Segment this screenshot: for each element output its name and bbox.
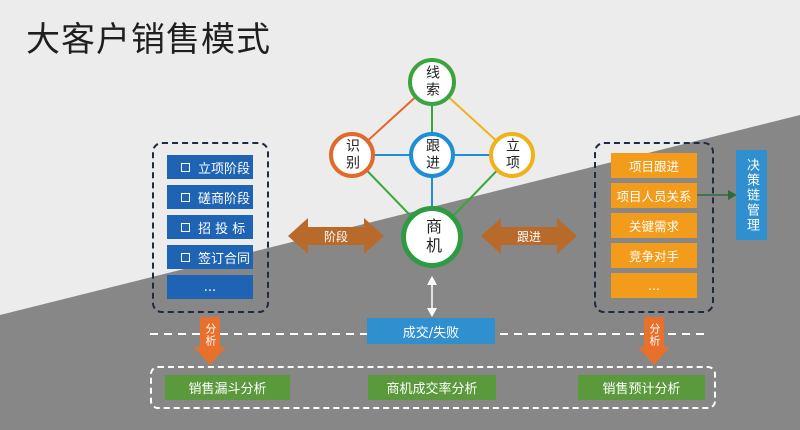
analysis-label-text: 分析 (647, 323, 661, 347)
stage-item-label: 招 投 标 (198, 221, 246, 237)
node-follow: 跟进 (409, 132, 455, 178)
node-clue-label: 线索 (424, 65, 440, 99)
analysis-arrow-left (194, 317, 226, 365)
followup-item: ... (611, 273, 697, 298)
arrow-to-decision-chain (697, 190, 737, 200)
checkbox-icon (181, 192, 190, 202)
stage-double-arrow (288, 218, 384, 254)
node-identify-label: 识别 (344, 138, 360, 172)
node-clue: 线索 (408, 58, 456, 106)
analysis-panel (150, 366, 716, 409)
analysis-arrow-right (638, 317, 670, 365)
arrow-head (728, 190, 737, 200)
follow-arrow-label: 跟进 (516, 230, 541, 244)
checkbox-icon (181, 162, 190, 172)
checkbox-icon (181, 252, 190, 262)
stage-item-label: 立项阶段 (198, 161, 251, 177)
analysis-arrow-right-label: 分析 (638, 318, 670, 352)
decision-chain-box: 决策链管理 (736, 150, 767, 240)
stage-item: 立项阶段 (167, 155, 253, 179)
page-title: 大客户销售模式 (26, 20, 271, 60)
node-opportunity-label: 商机 (423, 218, 442, 256)
follow-double-arrow (481, 218, 577, 254)
down-arrow-shape (194, 317, 226, 365)
stage-arrow-label: 阶段 (323, 230, 348, 244)
analysis-arrow-left-label: 分析 (194, 318, 226, 352)
node-project: 立项 (489, 132, 535, 178)
decision-chain-label: 决策链管理 (744, 157, 759, 233)
analysis-item: 销售预计分析 (578, 375, 705, 400)
checkbox-icon (181, 222, 190, 232)
followups-panel (594, 142, 714, 313)
double-arrow-shape (481, 218, 577, 254)
result-box: 成交/失败 (367, 318, 495, 344)
result-link-arrowhead-down (427, 308, 437, 317)
node-follow-label: 跟进 (424, 138, 440, 172)
analysis-item: 商机成交率分析 (368, 375, 496, 400)
followup-item: 关键需求 (611, 213, 697, 238)
node-opportunity: 商机 (401, 206, 463, 268)
stage-item: 招 投 标 (167, 215, 253, 239)
down-arrow-shape (638, 317, 670, 365)
node-identify: 识别 (329, 132, 375, 178)
stage-item: 签订合同 (167, 245, 253, 269)
stage-item-label: 磋商阶段 (198, 191, 251, 207)
followup-item: 项目人员关系 (611, 183, 697, 208)
stages-panel (152, 142, 269, 313)
analysis-item: 销售漏斗分析 (165, 375, 290, 400)
stage-item: ... (167, 275, 253, 299)
analysis-label-text: 分析 (203, 323, 217, 347)
followup-item: 项目跟进 (611, 153, 697, 178)
result-link-arrowhead-up (427, 276, 437, 285)
stage-item-label: 签订合同 (198, 251, 251, 267)
stage-item: 磋商阶段 (167, 185, 253, 209)
node-project-label: 立项 (504, 138, 520, 172)
double-arrow-shape (288, 218, 384, 254)
followup-item: 竞争对手 (611, 243, 697, 268)
stage-item-label: ... (203, 279, 217, 295)
